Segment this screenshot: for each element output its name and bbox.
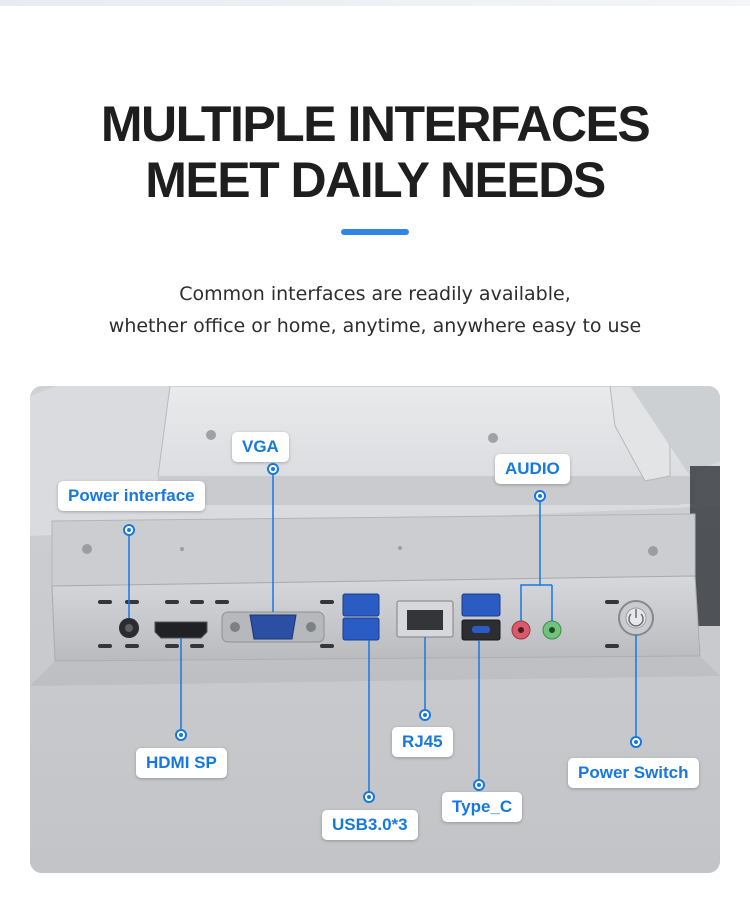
product-photo: VGA Power interface AUDIO HDMI SP RJ45 U…	[30, 386, 720, 873]
top-strip	[0, 0, 750, 6]
title-line-1: MULTIPLE INTERFACES	[100, 96, 651, 152]
accent-divider	[341, 229, 409, 235]
power-switch-label: Power Switch	[568, 758, 699, 788]
power-interface-label: Power interface	[58, 481, 205, 511]
device-illustration	[30, 386, 720, 873]
title-line-2: MEET DAILY NEEDS	[145, 152, 606, 208]
subtitle: Common interfaces are readily available,…	[0, 278, 750, 342]
subtitle-line-1: Common interfaces are readily available,	[179, 283, 571, 305]
rj45-label: RJ45	[392, 727, 453, 757]
vga-label: VGA	[232, 432, 289, 462]
usb-label: USB3.0*3	[322, 810, 418, 840]
subtitle-line-2: whether office or home, anytime, anywher…	[108, 315, 642, 337]
hdmi-label: HDMI SP	[136, 748, 227, 778]
type-c-label: Type_C	[442, 792, 523, 822]
audio-label: AUDIO	[495, 454, 570, 484]
page-title: MULTIPLE INTERFACES MEET DAILY NEEDS	[0, 96, 750, 208]
